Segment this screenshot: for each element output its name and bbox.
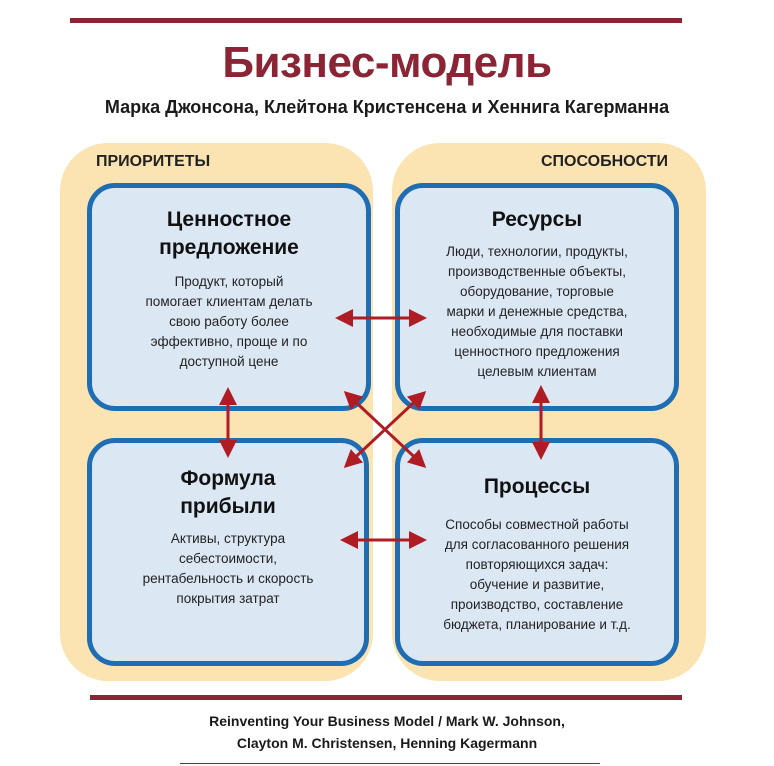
box-title: Формула	[180, 467, 276, 490]
box-text: помогает клиентам делать	[145, 294, 313, 309]
resources-box: Ресурсы Люди, технологии, продукты, прои…	[395, 183, 679, 411]
box-text: обучение и развитие,	[469, 577, 605, 592]
box-text: целевым клиентам	[477, 364, 597, 379]
box-text: себестоимости,	[178, 551, 278, 566]
box-text: Продукт, который	[174, 274, 284, 289]
arrow-resources-profit	[343, 390, 427, 469]
page-subtitle: Марка Джонсона, Клейтона Кристенсена и Х…	[104, 97, 670, 117]
box-text: ценностного предложения	[454, 344, 620, 359]
source-citation: Reinventing Your Business Model / Mark W…	[0, 710, 774, 754]
box-text: производство, составление	[450, 597, 624, 612]
citation-line: Clayton M. Christensen, Henning Kagerman…	[236, 735, 538, 751]
priorities-label: ПРИОРИТЕТЫ	[96, 153, 211, 170]
box-title: прибыли	[180, 495, 276, 518]
box-text: эффективно, проще и по	[150, 334, 308, 349]
box-text: свою работу более	[169, 314, 289, 329]
box-text: Активы, структура	[170, 531, 286, 546]
box-text: бюджета, планирование и т.д.	[443, 617, 631, 632]
capabilities-label: СПОСОБНОСТИ	[540, 153, 668, 170]
top-divider	[70, 18, 682, 23]
box-text: для согласованного решения	[444, 537, 630, 552]
box-text: Способы совместной работы	[445, 517, 629, 532]
box-text: рентабельность и скорость	[142, 571, 314, 586]
box-title: Ценностное	[166, 208, 292, 231]
citation-line: Reinventing Your Business Model / Mark W…	[209, 713, 565, 729]
processes-box: Процессы Способы совместной работы для с…	[395, 438, 679, 666]
box-title: предложение	[159, 236, 299, 259]
box-title: Ресурсы	[491, 208, 583, 231]
box-text: марки и денежные средства,	[446, 304, 628, 319]
box-title: Процессы	[483, 475, 591, 498]
box-text: производственные объекты,	[448, 264, 626, 279]
footer-divider	[180, 763, 600, 764]
page-title: Бизнес-модель	[222, 38, 552, 87]
box-text: повторяющихся задач:	[465, 557, 609, 572]
box-text: необходимые для поставки	[451, 324, 623, 339]
box-text: оборудование, торговые	[460, 284, 614, 299]
box-text: доступной цене	[179, 354, 279, 369]
profit-formula-box: Формула прибыли Активы, структура себест…	[87, 438, 369, 666]
box-text: покрытия затрат	[176, 591, 280, 606]
bottom-divider	[90, 695, 682, 700]
box-text: Люди, технологии, продукты,	[446, 244, 628, 259]
